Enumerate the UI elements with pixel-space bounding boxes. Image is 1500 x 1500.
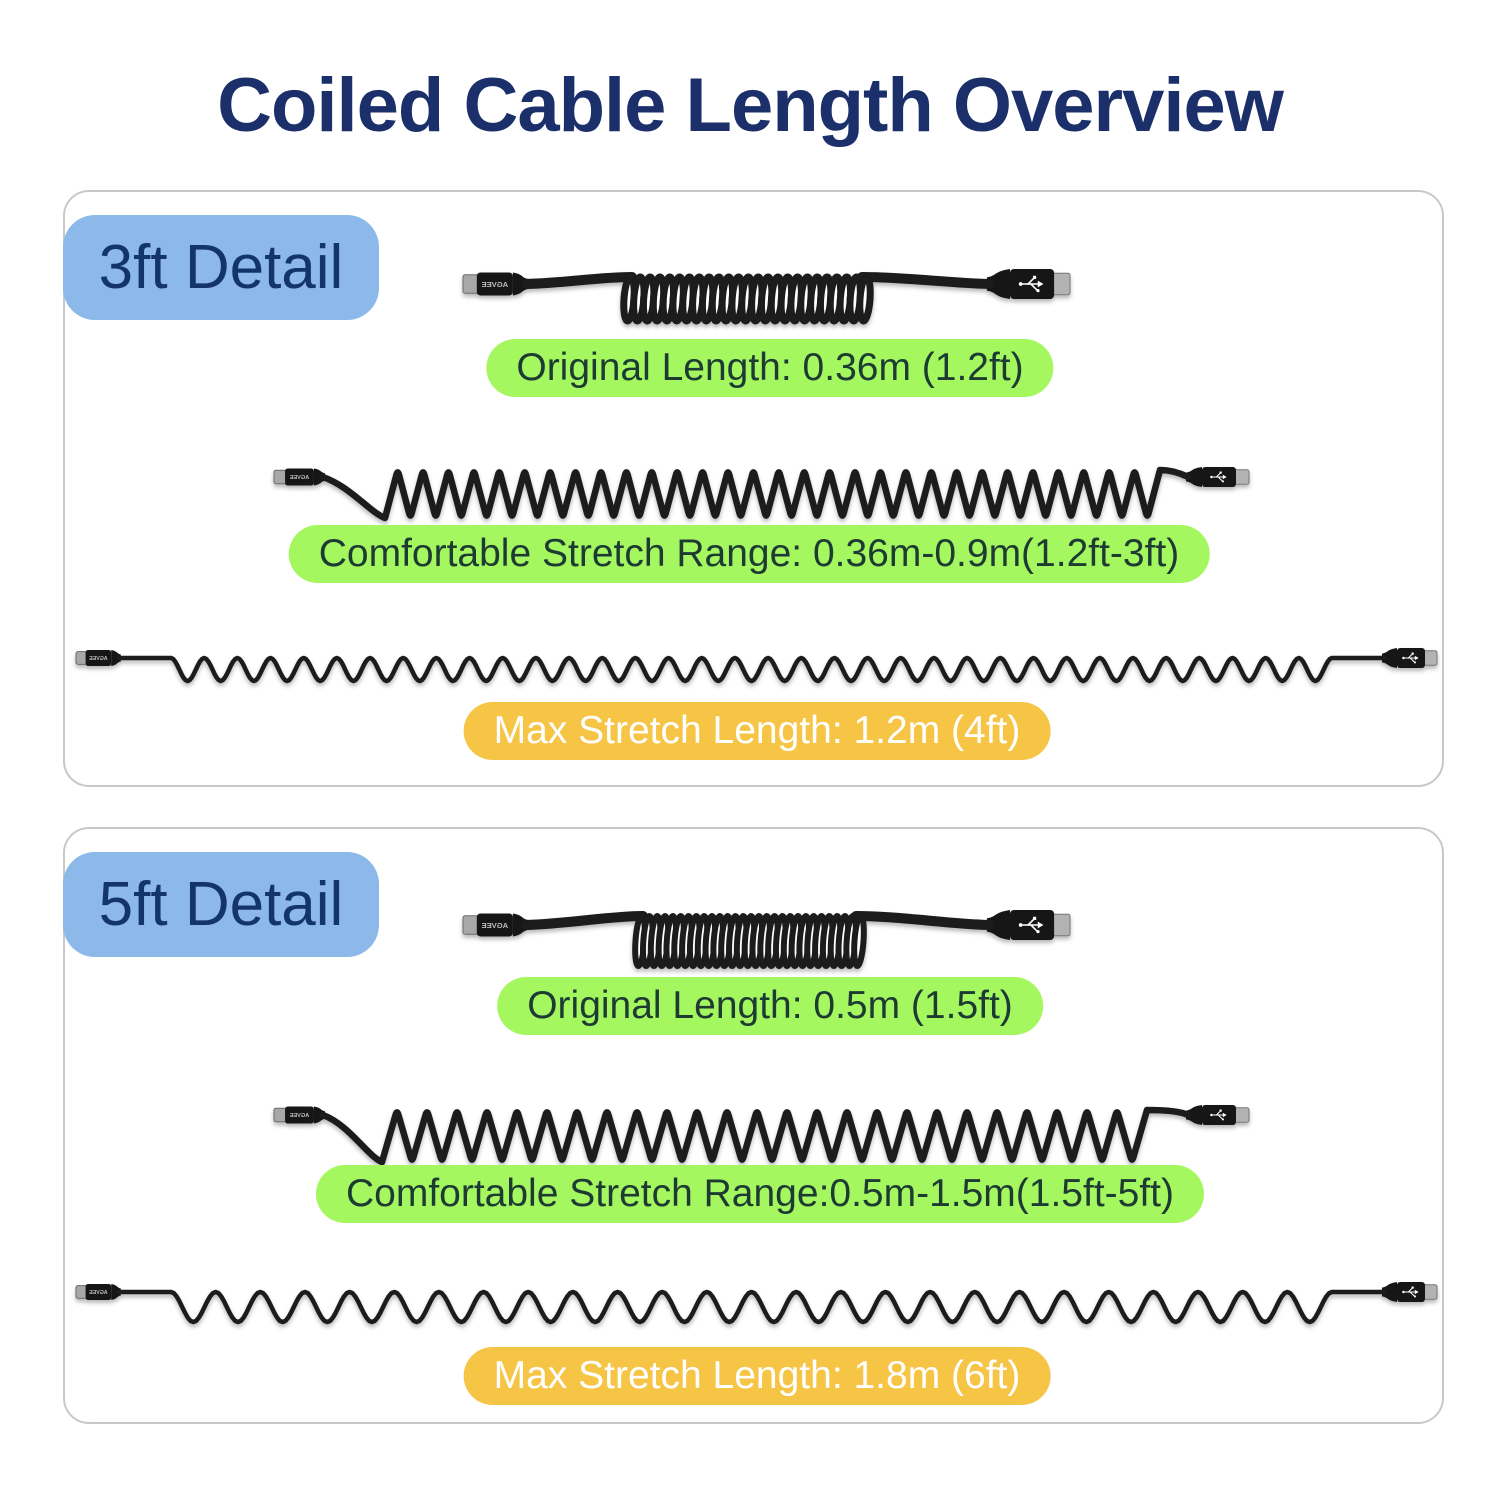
usb-c-connector: AGVEE [462,913,528,937]
usb-a-connector [1382,648,1438,668]
sine-cable: AGVEE [75,648,1438,684]
usb-c-connector: AGVEE [75,1284,121,1300]
svg-text:AGVEE: AGVEE [289,475,309,481]
panel-5ft-badge: 5ft Detail [63,852,379,957]
cable-illustrations-5ft: AGVEE AGVEE AGVEE [75,910,1438,1325]
usb-c-connector: AGVEE [75,650,121,666]
original-length-pill-5ft: Original Length: 0.5m (1.5ft) [497,977,1043,1035]
usb-c-connector: AGVEE [273,468,325,486]
panel-5ft: 5ft Detail AGVEE AGVEE AGVEE Original Leng… [63,827,1444,1424]
usb-c-connector: AGVEE [462,272,528,296]
comfortable-stretch-pill-3ft: Comfortable Stretch Range: 0.36m-0.9m(1.… [288,525,1210,583]
svg-text:AGVEE: AGVEE [482,280,509,289]
page-title: Coiled Cable Length Overview [217,63,1284,148]
svg-text:AGVEE: AGVEE [89,1290,108,1296]
sine-cable: AGVEE [75,1282,1438,1325]
usb-a-connector [1186,467,1250,487]
usb-trident-icon [1210,471,1227,483]
original-length-pill-3ft: Original Length: 0.36m (1.2ft) [486,339,1054,397]
usb-trident-icon [1210,1109,1227,1121]
usb-a-connector [1186,1105,1250,1125]
usb-a-connector [986,269,1071,299]
usb-trident-icon [1018,275,1044,293]
coil-cable: AGVEE [462,269,1071,325]
panel-3ft: 3ft Detail AGVEE AGVEE AGVEE Original Leng… [63,190,1444,787]
cable-illustrations-3ft: AGVEE AGVEE AGVEE [75,269,1438,684]
usb-c-connector: AGVEE [273,1106,325,1124]
comfortable-stretch-pill-5ft: Comfortable Stretch Range:0.5m-1.5m(1.5f… [315,1165,1205,1223]
usb-trident-icon [1018,916,1044,934]
usb-trident-icon [1402,652,1419,664]
svg-text:AGVEE: AGVEE [289,1113,309,1119]
svg-text:AGVEE: AGVEE [89,656,108,662]
usb-a-connector [1382,1282,1438,1302]
zig-cable: AGVEE [273,1105,1250,1166]
max-stretch-pill-3ft: Max Stretch Length: 1.2m (4ft) [463,702,1051,760]
max-stretch-pill-5ft: Max Stretch Length: 1.8m (6ft) [463,1347,1051,1405]
coil-cable: AGVEE [462,910,1071,969]
panel-3ft-badge: 3ft Detail [63,215,379,320]
usb-trident-icon [1402,1286,1419,1298]
svg-text:AGVEE: AGVEE [482,921,509,930]
zig-cable: AGVEE [273,466,1250,522]
usb-a-connector [986,910,1071,940]
